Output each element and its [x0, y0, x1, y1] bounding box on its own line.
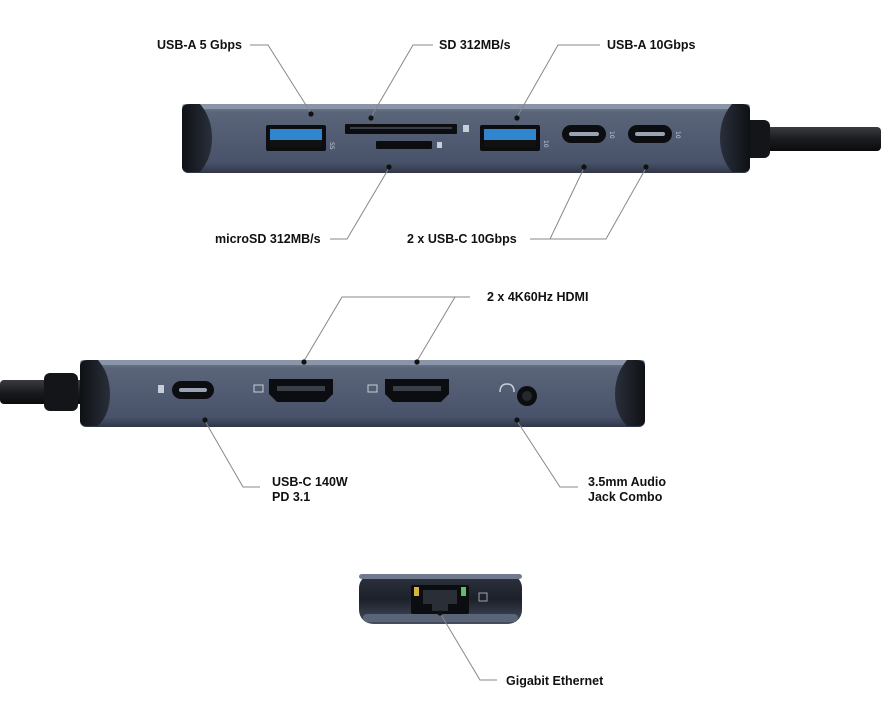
- end-cap-left-rear: [80, 360, 110, 426]
- label-audio-line2: Jack Combo: [588, 490, 663, 504]
- hub-body-bottom: [80, 360, 645, 427]
- label-usb-c-10gbps: 2 x USB-C 10Gbps: [407, 232, 517, 246]
- label-usb-a-5gbps: USB-A 5 Gbps: [157, 38, 242, 52]
- end-cap-right: [720, 104, 750, 172]
- leader-line-ethernet: [439, 612, 497, 681]
- svg-text:SS: SS: [328, 142, 335, 150]
- label-audio-line1: 3.5mm Audio: [588, 475, 667, 489]
- hub-front-view: SS 10 10 10: [182, 104, 881, 173]
- hub-side-view: [359, 574, 522, 624]
- leader-lines-middle: [204, 296, 578, 488]
- label-ethernet: Gigabit Ethernet: [506, 674, 604, 688]
- label-usb-a-10gbps: USB-A 10Gbps: [607, 38, 696, 52]
- label-audio-jack: 3.5mm Audio Jack Combo: [588, 475, 666, 505]
- hdmi-port-2: [367, 379, 449, 402]
- hub-body-top: [182, 104, 750, 173]
- label-usb-c-pd: USB-C 140W PD 3.1: [272, 475, 348, 505]
- usb-a-5gbps-port: SS: [266, 125, 335, 151]
- leader-lines-top: [250, 44, 647, 240]
- audio-jack-port: [499, 383, 537, 406]
- svg-text:10: 10: [674, 131, 681, 139]
- label-usb-c-pd-line1: USB-C 140W: [272, 475, 348, 489]
- usb-c-10gbps-port-1: 10: [562, 125, 615, 143]
- svg-text:10: 10: [608, 131, 615, 139]
- label-hdmi: 2 x 4K60Hz HDMI: [487, 290, 589, 304]
- leader-dots-top: [308, 111, 649, 170]
- leader-dots-middle: [202, 359, 520, 423]
- label-microsd: microSD 312MB/s: [215, 232, 321, 246]
- usb-a-10gbps-port: 10: [480, 125, 549, 151]
- usb-c-pd-port: [158, 381, 214, 399]
- label-sd: SD 312MB/s: [439, 38, 511, 52]
- hdmi-port-1: [253, 379, 333, 402]
- label-usb-c-pd-line2: PD 3.1: [272, 490, 311, 504]
- hub-rear-view: [0, 360, 645, 427]
- end-cap-left: [182, 104, 212, 172]
- microsd-card-slot: [376, 141, 442, 149]
- svg-text:10: 10: [542, 140, 549, 148]
- cable-right: [745, 127, 881, 151]
- leader-dot-ethernet: [437, 610, 443, 616]
- end-cap-right-rear: [615, 360, 645, 426]
- usb-c-10gbps-port-2: 10: [628, 125, 681, 143]
- ethernet-port: [411, 585, 469, 614]
- sd-card-slot: [345, 124, 469, 134]
